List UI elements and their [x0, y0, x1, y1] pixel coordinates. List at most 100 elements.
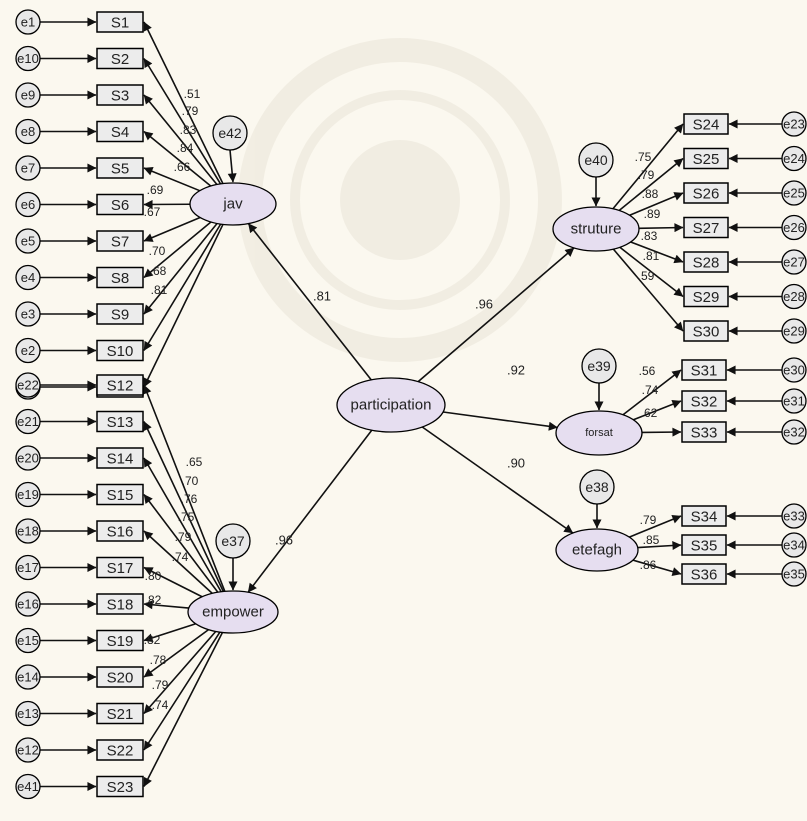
- error-s26-label: e25: [783, 186, 805, 201]
- latent-label-empower: empower: [202, 604, 264, 621]
- loading-s22: .79: [152, 678, 169, 692]
- error-s3: e9: [16, 83, 40, 107]
- loading-s18: .80: [145, 569, 162, 583]
- loading-s14: .76: [181, 492, 198, 506]
- indicator-s17-label: S17: [107, 560, 134, 577]
- indicator-s29-label: S29: [693, 289, 720, 306]
- error-s17-label: e17: [17, 560, 39, 575]
- error-s8-label: e4: [21, 270, 35, 285]
- indicator-s3: S3: [97, 85, 143, 105]
- error-s28: e27: [782, 250, 806, 274]
- indicator-s10-label: S10: [107, 343, 134, 360]
- indicator-s32-label: S32: [691, 394, 718, 411]
- loading-s23: .74: [152, 698, 169, 712]
- error-s16-label: e18: [17, 524, 39, 539]
- error-s4: e8: [16, 120, 40, 144]
- indicator-s19-label: S19: [107, 633, 134, 650]
- error-empower-label: e37: [221, 533, 245, 549]
- indicator-s24-label: S24: [693, 117, 720, 134]
- error-s30: e29: [782, 319, 806, 343]
- error-s15: e19: [16, 483, 40, 507]
- loading-s3: .83: [180, 123, 197, 137]
- error-s4-label: e8: [21, 124, 35, 139]
- error-s24-label: e23: [783, 117, 805, 132]
- loading-s31: .56: [639, 364, 656, 378]
- indicator-s15-label: S15: [107, 487, 134, 504]
- error-s21-label: e13: [17, 706, 39, 721]
- indicator-s2: S2: [97, 49, 143, 69]
- error-s5: e7: [16, 156, 40, 180]
- path-participation-etefagh: [422, 427, 573, 533]
- error-s34: e33: [782, 504, 806, 528]
- error-s22: e12: [16, 738, 40, 762]
- error-s2: e10: [16, 47, 40, 71]
- error-s1: e1: [16, 10, 40, 34]
- error-s22-label: e12: [17, 743, 39, 758]
- indicator-s32: S32: [682, 391, 726, 411]
- coef-etefagh: .90: [507, 456, 525, 471]
- indicator-s22: S22: [97, 740, 143, 760]
- indicator-s5: S5: [97, 158, 143, 178]
- loading-s25: .79: [638, 168, 655, 182]
- error-s36-label: e35: [783, 567, 805, 582]
- latent-empower: empower: [188, 591, 278, 633]
- indicator-s12-label: S12: [107, 378, 134, 395]
- indicator-s10: S10: [97, 341, 143, 361]
- loading-s34: .79: [640, 513, 657, 527]
- loading-s2: .79: [182, 104, 199, 118]
- error-s2-label: e10: [17, 51, 39, 66]
- watermark-logo: [250, 50, 550, 350]
- error-s6: e6: [16, 193, 40, 217]
- error-s20: e14: [16, 665, 40, 689]
- indicator-s31: S31: [682, 360, 726, 380]
- indicator-s27-label: S27: [693, 220, 720, 237]
- indicator-s21: S21: [97, 704, 143, 724]
- loading-s12: .65: [186, 455, 203, 469]
- error-s12-label: e22: [17, 378, 39, 393]
- error-s6-label: e6: [21, 197, 35, 212]
- error-struture-label: e40: [584, 152, 608, 168]
- loading-s24: .75: [635, 150, 652, 164]
- path-disturbance-jav: [230, 150, 233, 182]
- loading-s15: .75: [178, 510, 195, 524]
- path-participation-forsat: [443, 412, 557, 427]
- indicator-s3-label: S3: [111, 88, 129, 105]
- error-forsat-label: e39: [587, 358, 611, 374]
- indicator-s18: S18: [97, 594, 143, 614]
- error-s10: e2: [16, 339, 40, 363]
- loading-s32: .74: [642, 383, 659, 397]
- indicator-s8-label: S8: [111, 270, 129, 287]
- loading-s16: .79: [175, 530, 192, 544]
- loading-s17: .74: [172, 550, 189, 564]
- indicator-s21-label: S21: [107, 706, 134, 723]
- error-s25: e24: [782, 147, 806, 171]
- loading-s21: .78: [150, 653, 167, 667]
- error-s3-label: e9: [21, 88, 35, 103]
- loading-s29: .81: [643, 249, 660, 263]
- indicator-s30-label: S30: [693, 324, 720, 341]
- indicator-s23: S23: [97, 777, 143, 797]
- error-s7-label: e5: [21, 234, 35, 249]
- loading-s8: .70: [149, 244, 166, 258]
- latent-label-struture: struture: [571, 221, 622, 238]
- error-s33: e32: [782, 420, 806, 444]
- path-struture-s25: [619, 159, 683, 211]
- latent-jav: jav: [190, 183, 276, 225]
- loading-s27: .89: [644, 207, 661, 221]
- error-s5-label: e7: [21, 161, 35, 176]
- error-s8: e4: [16, 266, 40, 290]
- error-s17: e17: [16, 556, 40, 580]
- indicator-s28: S28: [684, 252, 728, 272]
- loading-s33: .62: [641, 406, 658, 420]
- error-etefagh-label: e38: [585, 479, 609, 495]
- indicator-s25-label: S25: [693, 151, 720, 168]
- error-jav: e42: [213, 116, 247, 150]
- indicator-s26: S26: [684, 183, 728, 203]
- indicator-s28-label: S28: [693, 255, 720, 272]
- indicator-s5-label: S5: [111, 161, 129, 178]
- error-s21: e13: [16, 702, 40, 726]
- latent-label-participation: participation: [351, 397, 432, 414]
- indicator-s36-label: S36: [691, 567, 718, 584]
- indicator-s6: S6: [97, 195, 143, 215]
